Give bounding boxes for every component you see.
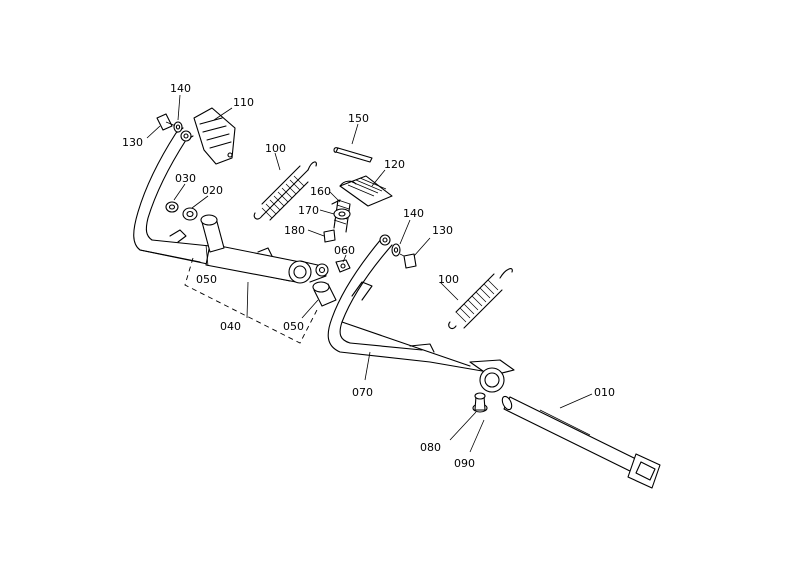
label-120: 120 <box>384 158 405 171</box>
label-040: 040 <box>220 320 241 333</box>
stop-bolt-160-170-180 <box>323 199 351 243</box>
label-080: 080 <box>420 441 441 454</box>
bolt-130-left <box>156 113 183 133</box>
label-180: 180 <box>284 224 305 237</box>
label-130-right: 130 <box>432 224 453 237</box>
bolt-130-right <box>391 243 417 269</box>
pedal-arm-070 <box>327 234 515 393</box>
label-100-right: 100 <box>438 273 459 286</box>
label-050-left: 050 <box>196 273 217 286</box>
assembly-040-bracket <box>184 257 319 344</box>
nut-060 <box>335 259 351 273</box>
spring-100-left <box>253 161 317 221</box>
label-150: 150 <box>348 112 369 125</box>
screw-080 <box>472 392 488 413</box>
label-020: 020 <box>202 184 223 197</box>
label-050-right: 050 <box>283 320 304 333</box>
label-160: 160 <box>310 185 331 198</box>
label-030: 030 <box>175 172 196 185</box>
pedal-pad-110 <box>193 107 236 165</box>
pedal-arm-040 <box>133 127 337 307</box>
label-090: 090 <box>454 457 475 470</box>
label-140-right: 140 <box>403 207 424 220</box>
label-010: 010 <box>594 386 615 399</box>
label-100-left: 100 <box>265 142 286 155</box>
label-110: 110 <box>233 96 254 109</box>
leader-lines <box>146 94 593 453</box>
label-140-left: 140 <box>170 82 191 95</box>
stop-plate-120 <box>339 175 393 207</box>
shaft-010 <box>501 395 661 489</box>
label-170: 170 <box>298 204 319 217</box>
label-130-left: 130 <box>122 136 143 149</box>
pin-150 <box>333 147 373 163</box>
label-070: 070 <box>352 386 373 399</box>
label-060: 060 <box>334 244 355 257</box>
spring-100-right <box>448 268 513 330</box>
